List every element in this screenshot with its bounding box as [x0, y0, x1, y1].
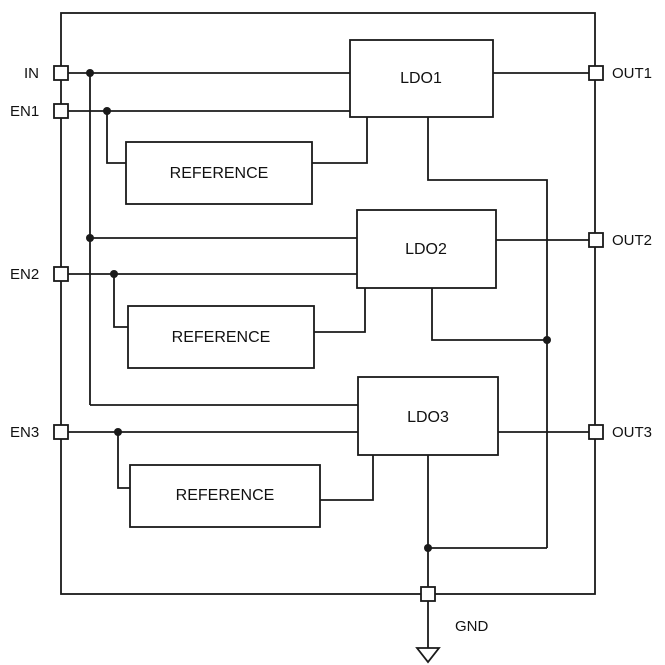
pin-out2	[588, 232, 604, 248]
ldo2-block: LDO2	[356, 209, 497, 289]
junction-ground-ldo3	[424, 544, 432, 552]
pin-gnd	[420, 586, 436, 602]
label-en3: EN3	[10, 424, 39, 441]
chip-outline	[60, 12, 596, 595]
ldo3-block: LDO3	[357, 376, 499, 456]
wire-en1-to-ref1	[106, 111, 126, 164]
label-en2: EN2	[10, 266, 39, 283]
reference-1-label: REFERENCE	[170, 165, 269, 182]
reference-3-label: REFERENCE	[176, 487, 275, 504]
wire-ref1-to-ldo1	[312, 117, 368, 164]
reference-block-2: REFERENCE	[127, 305, 315, 369]
wire-ldo1-ground	[427, 117, 548, 548]
label-out1: OUT1	[612, 65, 652, 82]
reference-2-label: REFERENCE	[172, 329, 271, 346]
pin-out3	[588, 424, 604, 440]
label-in: IN	[24, 65, 39, 82]
junction-in-top	[86, 69, 94, 77]
wire-ref2-to-ldo2	[314, 286, 366, 333]
ldo1-block: LDO1	[349, 39, 494, 118]
junction-en2	[110, 270, 118, 278]
ldo1-label: LDO1	[400, 70, 442, 87]
pin-out1	[588, 65, 604, 81]
junction-in-ldo2	[86, 234, 94, 242]
pin-en1	[53, 103, 69, 119]
junction-ground-ldo2	[543, 336, 551, 344]
reference-block-1: REFERENCE	[125, 141, 313, 205]
wire-ref3-to-ldo3	[320, 455, 374, 501]
pin-en3	[53, 424, 69, 440]
reference-block-3: REFERENCE	[129, 464, 321, 528]
pin-in	[53, 65, 69, 81]
label-out2: OUT2	[612, 232, 652, 249]
ldo3-label: LDO3	[407, 409, 449, 426]
wire-ldo2-ground	[431, 288, 547, 341]
ldo2-label: LDO2	[405, 241, 447, 258]
label-out3: OUT3	[612, 424, 652, 441]
pin-en2	[53, 266, 69, 282]
label-gnd: GND	[455, 618, 489, 635]
wire-en3-to-ref3	[117, 432, 130, 489]
label-en1: EN1	[10, 103, 39, 120]
wire-en2-to-ref2	[113, 274, 128, 328]
junction-en1	[103, 107, 111, 115]
junction-en3	[114, 428, 122, 436]
ground-symbol	[415, 647, 441, 664]
